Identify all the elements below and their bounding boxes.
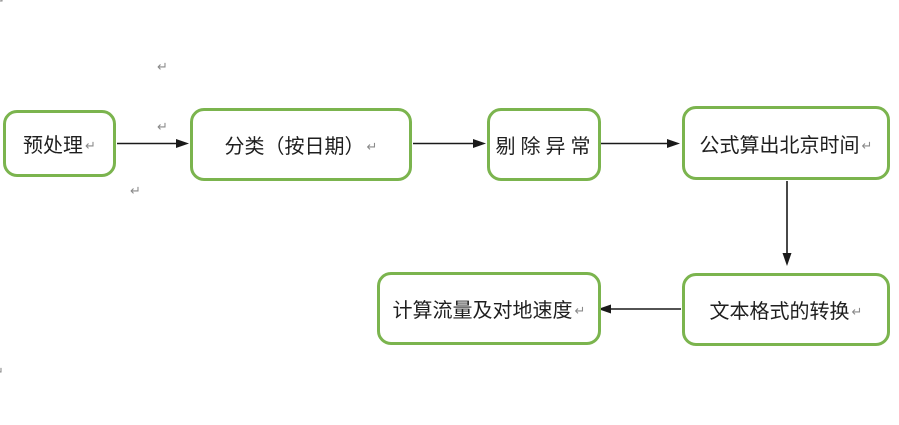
flow-box-classify-by-date[interactable]: 分类（按日期）↵: [190, 108, 412, 181]
flow-box-compute-flow-and-ground-speed[interactable]: 计算流量及对地速度↵: [377, 272, 601, 345]
end-of-line-mark: ↵: [85, 139, 96, 154]
paragraph-mark-icon: ↵: [0, 366, 4, 379]
end-of-line-mark: ↵: [851, 305, 863, 320]
end-of-line-mark: ↵: [861, 138, 873, 154]
flow-box-label: 公式算出北京时间: [699, 134, 860, 157]
flow-box-label: 预处理: [23, 135, 84, 157]
flow-box-preprocessing[interactable]: 预处理↵: [3, 110, 116, 177]
paragraph-mark-icon: ↵: [157, 60, 168, 75]
arrow-left-icon[interactable]: [598, 304, 681, 314]
arrow-down-icon[interactable]: [782, 181, 792, 266]
arrow-right-icon[interactable]: [117, 139, 189, 148]
paragraph-mark-icon: ↵: [157, 120, 168, 135]
end-of-line-mark: ↵: [574, 304, 586, 319]
paragraph-mark-icon: ↵: [0, 0, 5, 8]
flow-box-label: 文本格式的转换: [709, 301, 850, 323]
flow-box-remove-anomalies[interactable]: 剔 除 异 常: [487, 108, 601, 181]
flow-box-text-format-conversion[interactable]: 文本格式的转换↵: [682, 273, 890, 346]
flow-box-label: 剔 除 异 常: [495, 136, 591, 158]
arrow-right-icon[interactable]: [601, 139, 680, 148]
arrow-right-icon[interactable]: [413, 139, 486, 148]
flow-box-compute-beijing-time[interactable]: 公式算出北京时间↵: [682, 106, 890, 180]
flow-box-label: 计算流量及对地速度: [392, 300, 573, 322]
end-of-line-mark: ↵: [366, 140, 378, 155]
paragraph-mark-icon: ↵: [130, 184, 141, 199]
flow-box-label: 分类（按日期）: [224, 136, 365, 158]
